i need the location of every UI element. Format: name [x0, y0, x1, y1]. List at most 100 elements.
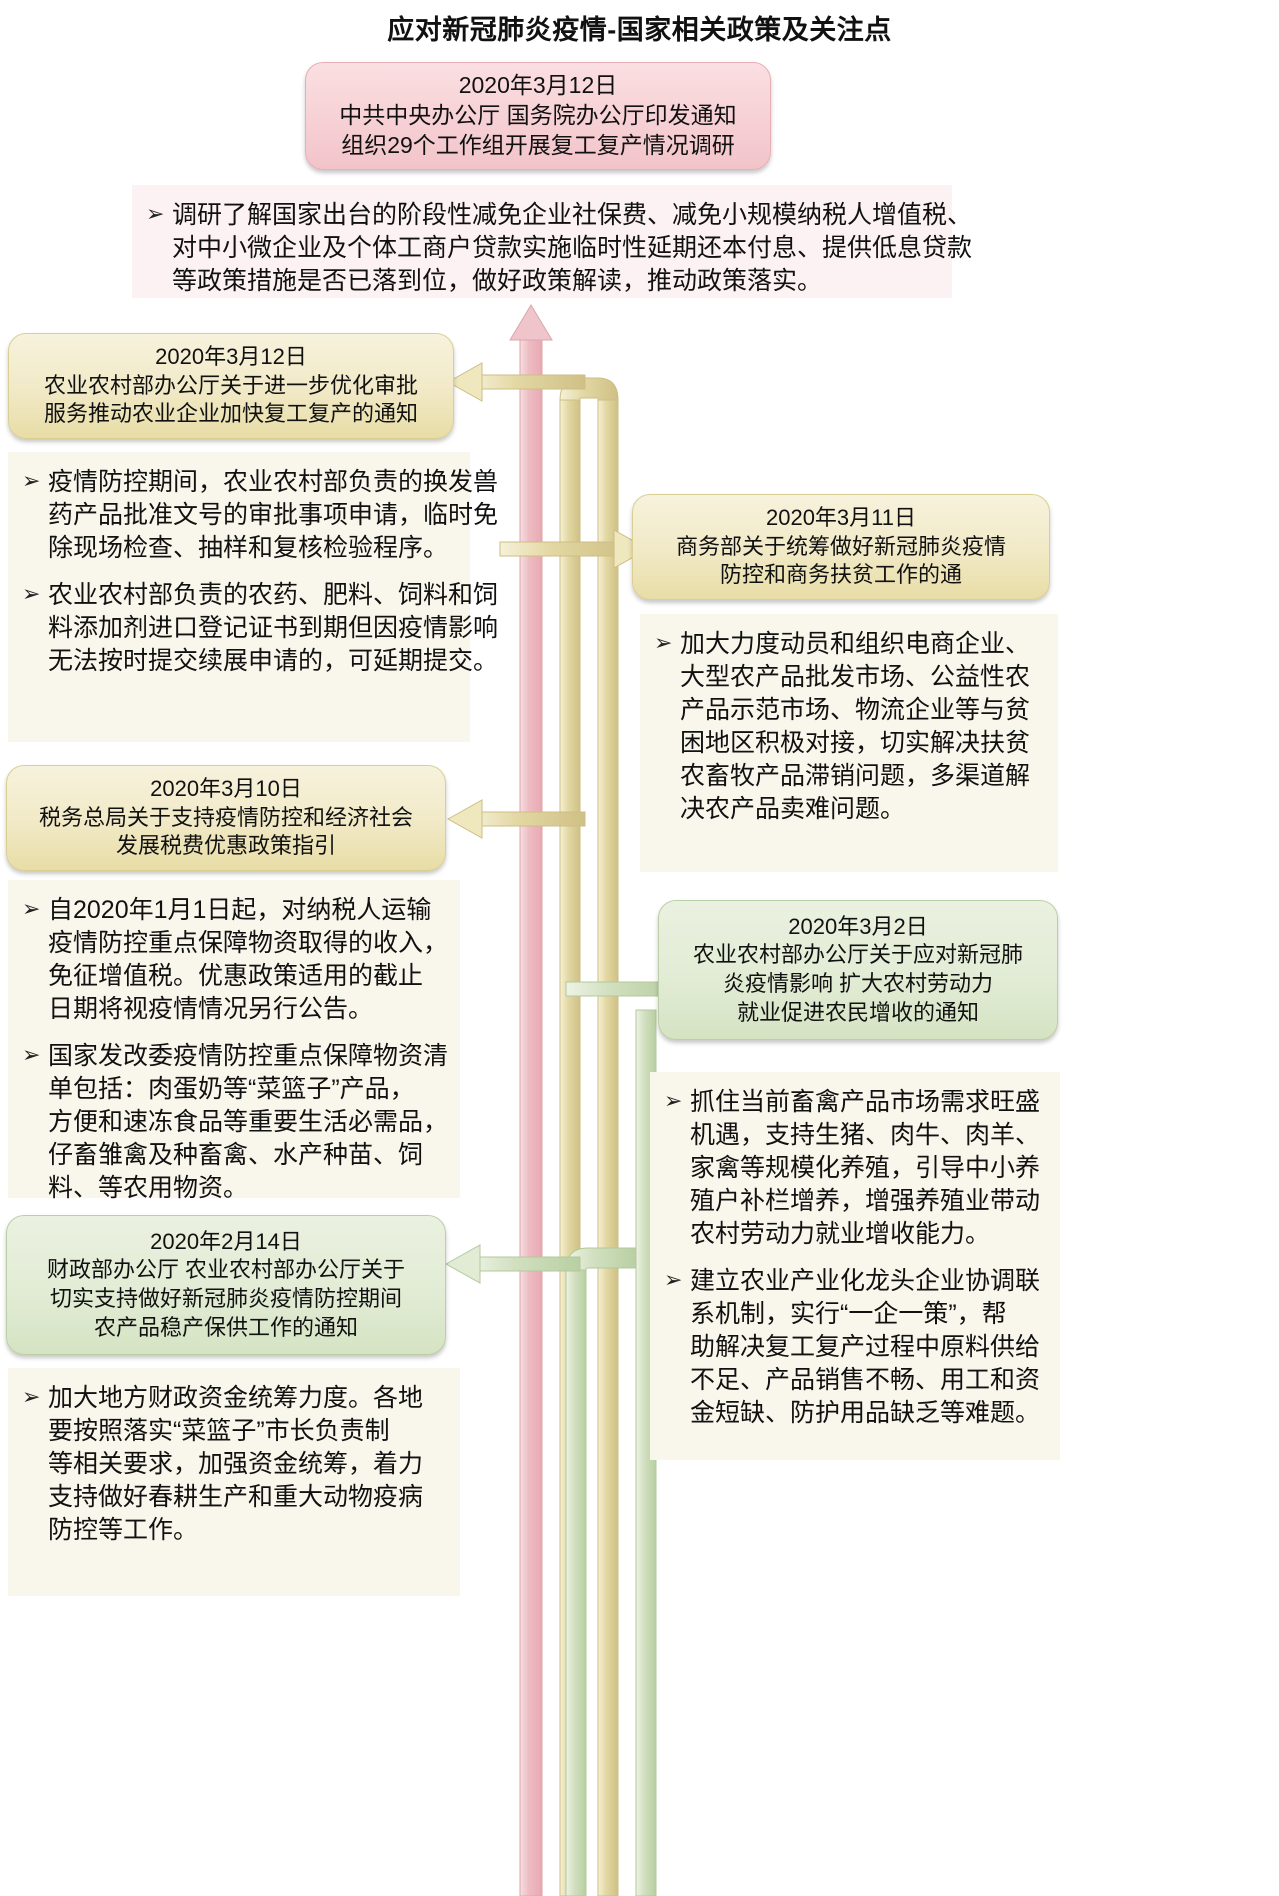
- bullet-line: 等相关要求，加强资金统筹，着力: [48, 1450, 424, 1478]
- bullet-marker: ➢: [664, 1267, 683, 1292]
- node-right-mar11-line-2: 防控和商务扶贫工作的通: [719, 562, 962, 588]
- bullet-line: 殖户补栏增养，增强养殖业带动: [690, 1187, 1041, 1215]
- node-top-line-0: 2020年3月12日: [458, 72, 618, 99]
- bullet-line: 除现场检查、抽样和复核检验程序。: [48, 534, 449, 562]
- bullet-line: 农业农村部负责的农药、肥料、饲料和饲: [48, 581, 499, 609]
- bullet-line: 农畜牧产品滞销问题，多渠道解: [680, 762, 1031, 790]
- bullet-line: 系机制，实行“一企一策”，帮: [690, 1300, 1007, 1328]
- node-left-mar12-header[interactable]: 2020年3月12日 农业农村部办公厅关于进一步优化审批 服务推动农业企业加快复…: [8, 333, 454, 439]
- arrow-to-left-mar12: [446, 362, 586, 402]
- node-right-mar11-header[interactable]: 2020年3月11日 商务部关于统筹做好新冠肺炎疫情 防控和商务扶贫工作的通: [632, 494, 1050, 600]
- bullet-line: 方便和速冻食品等重要生活必需品，: [48, 1108, 449, 1136]
- bullet-line: 不足、产品销售不畅、用工和资: [690, 1366, 1041, 1394]
- node-right-mar2-bullets: ➢ 抓住当前畜禽产品市场需求旺盛 机遇，支持生猪、肉牛、肉羊、 家禽等规模化养殖…: [650, 1072, 1060, 1460]
- bullet-line: 决农产品卖难问题。: [680, 795, 906, 823]
- bullet-line: 农村劳动力就业增收能力。: [690, 1220, 991, 1248]
- node-top-line-1: 中共中央办公厅 国务院办公厅印发通知: [339, 102, 737, 129]
- node-right-mar2-line-0: 2020年3月2日: [788, 913, 928, 939]
- bullet-marker: ➢: [664, 1088, 683, 1113]
- bullet-line: 疫情防控期间，农业农村部负责的换发兽: [48, 468, 499, 496]
- node-left-mar10-line-0: 2020年3月10日: [150, 776, 302, 802]
- arrow-to-left-mar10: [446, 799, 586, 839]
- node-left-feb14-bullets: ➢ 加大地方财政资金统筹力度。各地 要按照落实“菜篮子”市长负责制 等相关要求，…: [8, 1368, 460, 1596]
- node-left-mar10-line-1: 税务总局关于支持疫情防控和经济社会: [38, 804, 413, 830]
- bullet-line: 疫情防控重点保障物资取得的收入，: [48, 929, 449, 957]
- bullet-line: 抓住当前畜禽产品市场需求旺盛: [690, 1088, 1041, 1116]
- node-left-feb14-header[interactable]: 2020年2月14日 财政部办公厅 农业农村部办公厅关于 切实支持做好新冠肺炎疫…: [6, 1215, 446, 1355]
- bullet-line: 防控等工作。: [48, 1516, 199, 1544]
- node-right-mar2-line-2: 炎疫情影响 扩大农村劳动力: [722, 971, 994, 996]
- bullet-line: 建立农业产业化龙头企业协调联: [690, 1267, 1041, 1295]
- bullet-item: ➢ 抓住当前畜禽产品市场需求旺盛 机遇，支持生猪、肉牛、肉羊、 家禽等规模化养殖…: [664, 1086, 1050, 1251]
- bullet-text: 调研了解国家出台的阶段性减免企业社保费、减免小规模纳税人增值税、 对中小微企业及…: [172, 199, 972, 298]
- node-right-mar11-bullets: ➢ 加大力度动员和组织电商企业、 大型农产品批发市场、公益性农 产品示范市场、物…: [640, 614, 1058, 872]
- bullet-line: 自2020年1月1日起，对纳税人运输: [48, 896, 432, 924]
- bullet-text: 加大力度动员和组织电商企业、 大型农产品批发市场、公益性农 产品示范市场、物流企…: [680, 628, 1048, 826]
- bullet-marker: ➢: [22, 896, 41, 921]
- bullet-text: 农业农村部负责的农药、肥料、饲料和饲 料添加剂进口登记证书到期但因疫情影响 无法…: [48, 579, 498, 678]
- bullet-text: 国家发改委疫情防控重点保障物资清 单包括：肉蛋奶等“菜篮子”产品， 方便和速冻食…: [48, 1040, 450, 1205]
- bullet-line: 加大地方财政资金统筹力度。各地: [48, 1384, 424, 1412]
- node-left-feb14-line-1: 财政部办公厅 农业农村部办公厅关于: [46, 1257, 406, 1283]
- bullet-line: 家禽等规模化养殖，引导中小养: [690, 1154, 1041, 1182]
- bullet-item: ➢ 加大力度动员和组织电商企业、 大型农产品批发市场、公益性农 产品示范市场、物…: [654, 628, 1048, 826]
- bullet-line: 单包括：肉蛋奶等“菜篮子”产品，: [48, 1075, 415, 1103]
- bullet-item: ➢ 农业农村部负责的农药、肥料、饲料和饲 料添加剂进口登记证书到期但因疫情影响 …: [22, 579, 498, 678]
- node-left-mar12-bullets: ➢ 疫情防控期间，农业农村部负责的换发兽 药产品批准文号的审批事项申请，临时免 …: [8, 452, 498, 742]
- bullet-line: 加大力度动员和组织电商企业、: [680, 630, 1031, 658]
- node-top-bullets: ➢ 调研了解国家出台的阶段性减免企业社保费、减免小规模纳税人增值税、 对中小微企…: [132, 185, 972, 298]
- node-left-feb14-line-0: 2020年2月14日: [150, 1228, 302, 1254]
- bullet-marker: ➢: [22, 581, 41, 606]
- node-right-mar11-line-0: 2020年3月11日: [765, 505, 916, 531]
- node-right-mar2-line-1: 农业农村部办公厅关于应对新冠肺: [692, 942, 1023, 968]
- bullet-line: 对中小微企业及个体工商户贷款实施临时性延期还本付息、提供低息贷款: [172, 234, 973, 262]
- bullet-line: 国家发改委疫情防控重点保障物资清: [48, 1042, 449, 1070]
- node-left-mar12-line-2: 服务推动农业企业加快复工复产的通知: [43, 401, 418, 427]
- node-left-feb14-line-3: 农产品稳产保供工作的通知: [93, 1314, 358, 1340]
- pipe-cream-right: [559, 377, 619, 1896]
- bullet-line: 药产品批准文号的审批事项申请，临时免: [48, 501, 499, 529]
- bullet-marker: ➢: [22, 1384, 41, 1409]
- bullet-marker: ➢: [654, 630, 673, 655]
- bullet-text: 建立农业产业化龙头企业协调联 系机制，实行“一企一策”，帮 助解决复工复产过程中…: [690, 1265, 1050, 1430]
- bullet-line: 料添加剂进口登记证书到期但因疫情影响: [48, 614, 499, 642]
- bullet-line: 日期将视疫情情况另行公告。: [48, 995, 374, 1023]
- bullet-line: 产品示范市场、物流企业等与贫: [680, 696, 1031, 724]
- bullet-item: ➢ 加大地方财政资金统筹力度。各地 要按照落实“菜篮子”市长负责制 等相关要求，…: [22, 1382, 450, 1547]
- page-title: 应对新冠肺炎疫情-国家相关政策及关注点: [387, 15, 892, 45]
- bullet-item: ➢ 疫情防控期间，农业农村部负责的换发兽 药产品批准文号的审批事项申请，临时免 …: [22, 466, 498, 565]
- bullet-line: 金短缺、防护用品缺乏等难题。: [690, 1399, 1041, 1427]
- bullet-marker: ➢: [146, 201, 165, 226]
- bullet-text: 加大地方财政资金统筹力度。各地 要按照落实“菜篮子”市长负责制 等相关要求，加强…: [48, 1382, 450, 1547]
- node-left-mar12-line-1: 农业农村部办公厅关于进一步优化审批: [43, 372, 418, 398]
- bullet-line: 困地区积极对接，切实解决扶贫: [680, 729, 1031, 757]
- pipe-top-pink: [509, 304, 553, 1896]
- bullet-marker: ➢: [22, 468, 41, 493]
- bullet-line: 等政策措施是否已落到位，做好政策解读，推动政策落实。: [172, 267, 823, 295]
- node-left-mar10-header[interactable]: 2020年3月10日 税务总局关于支持疫情防控和经济社会 发展税费优惠政策指引: [6, 765, 446, 871]
- bullet-marker: ➢: [22, 1042, 41, 1067]
- bullet-line: 机遇，支持生猪、肉牛、肉羊、: [690, 1121, 1041, 1149]
- bullet-line: 大型农产品批发市场、公益性农: [680, 663, 1031, 691]
- bullet-line: 免征增值税。优惠政策适用的截止: [48, 962, 424, 990]
- bullet-line: 料、等农用物资。: [48, 1174, 249, 1202]
- node-right-mar11-line-1: 商务部关于统筹做好新冠肺炎疫情: [675, 533, 1006, 559]
- bullet-item: ➢ 建立农业产业化龙头企业协调联 系机制，实行“一企一策”，帮 助解决复工复产过…: [664, 1265, 1050, 1430]
- bullet-line: 支持做好春耕生产和重大动物疫病: [48, 1483, 424, 1511]
- bullet-line: 要按照落实“菜篮子”市长负责制: [48, 1417, 390, 1445]
- node-right-mar2-header[interactable]: 2020年3月2日 农业农村部办公厅关于应对新冠肺 炎疫情影响 扩大农村劳动力 …: [658, 900, 1058, 1040]
- node-top-header[interactable]: 2020年3月12日 中共中央办公厅 国务院办公厅印发通知 组织29个工作组开展…: [305, 62, 771, 170]
- bullet-item: ➢ 调研了解国家出台的阶段性减免企业社保费、减免小规模纳税人增值税、 对中小微企…: [146, 199, 972, 298]
- node-left-mar10-line-2: 发展税费优惠政策指引: [115, 833, 336, 859]
- node-right-mar2-line-3: 就业促进农民增收的通知: [736, 999, 979, 1025]
- node-left-mar10-bullets: ➢ 自2020年1月1日起，对纳税人运输 疫情防控重点保障物资取得的收入， 免征…: [8, 880, 460, 1202]
- arrow-to-right-mar11: [499, 529, 650, 569]
- bullet-item: ➢ 国家发改委疫情防控重点保障物资清 单包括：肉蛋奶等“菜篮子”产品， 方便和速…: [22, 1040, 450, 1205]
- node-top-line-2: 组织29个工作组开展复工复产情况调研: [341, 131, 735, 158]
- bullet-text: 疫情防控期间，农业农村部负责的换发兽 药产品批准文号的审批事项申请，临时免 除现…: [48, 466, 498, 565]
- pipe-green: [565, 1009, 657, 1896]
- bullet-line: 无法按时提交续展申请的，可延期提交。: [48, 647, 499, 675]
- node-left-feb14-line-2: 切实支持做好新冠肺炎疫情防控期间: [49, 1286, 402, 1311]
- bullet-line: 仔畜雏禽及种畜禽、水产种苗、饲: [48, 1141, 424, 1169]
